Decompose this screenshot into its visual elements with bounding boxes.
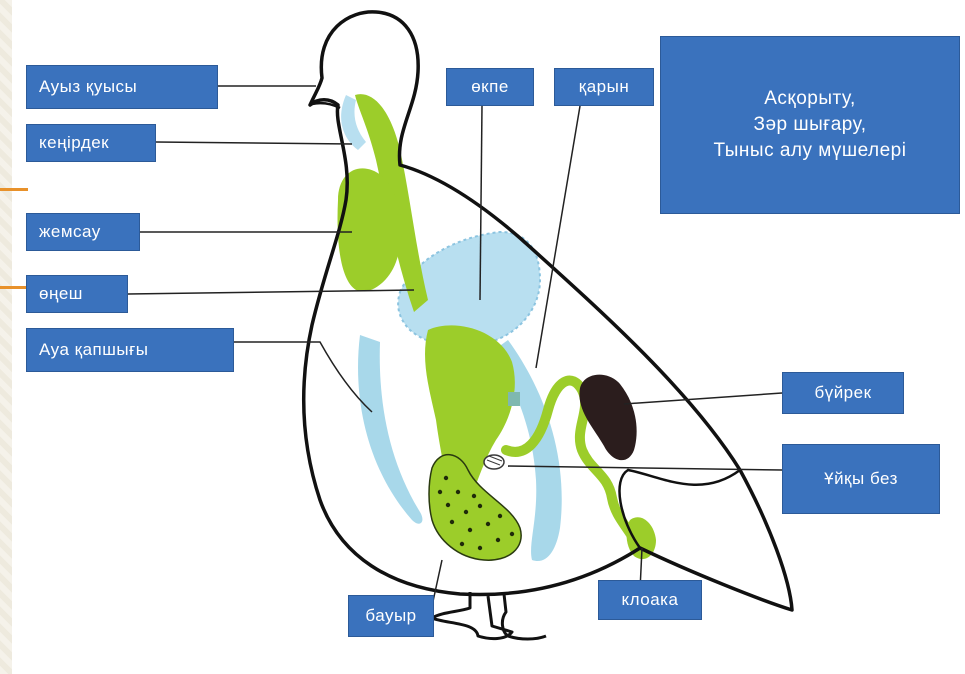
label-lung: өкпе <box>446 68 534 106</box>
pancreas-shape <box>484 455 504 469</box>
label-esophagus: өңеш <box>26 275 128 313</box>
label-cloaca: клоака <box>598 580 702 620</box>
info-line-excretion: Зәр шығару, <box>753 112 866 138</box>
label-mouth: Ауыз қуысы <box>26 65 218 109</box>
label-crop: жемсау <box>26 213 140 251</box>
label-liver: бауыр <box>348 595 434 637</box>
info-line-respiration: Тыныс алу мүшелері <box>714 138 907 164</box>
label-air-sac: Ауа қапшығы <box>26 328 234 372</box>
label-larynx: кеңірдек <box>26 124 156 162</box>
info-line-digestion: Асқорыту, <box>764 86 856 112</box>
pigeon-leg-front <box>432 592 512 639</box>
kidney-shape <box>579 375 636 461</box>
duct-mark <box>508 392 520 406</box>
air-sac-front <box>358 335 422 524</box>
info-box: Асқорыту, Зәр шығару, Тыныс алу мүшелері <box>660 36 960 214</box>
label-stomach: қарын <box>554 68 654 106</box>
label-pancreas: Ұйқы без <box>782 444 940 514</box>
label-kidney: бүйрек <box>782 372 904 414</box>
